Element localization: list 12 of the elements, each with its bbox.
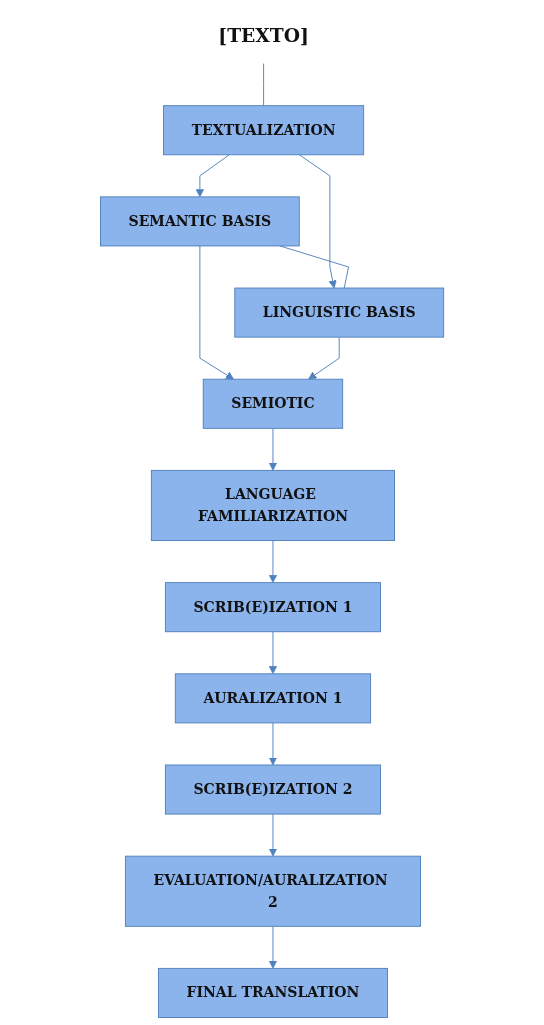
connector: [263, 63, 264, 107]
node-box: TEXTUALIZATION: [163, 105, 365, 156]
node-box: SCRIB(E)IZATION 2: [164, 764, 381, 815]
node-box: AURALIZATION 1: [174, 673, 371, 724]
node-box: FINAL TRANSLATION: [157, 967, 388, 1018]
node-box: SEMANTIC BASIS: [99, 196, 300, 247]
node-box: SCRIB(E)IZATION 1: [164, 582, 381, 633]
node-box: EVALUATION/AURALIZATION 2: [124, 855, 421, 927]
node-box: LANGUAGE FAMILIARIZATION: [150, 469, 395, 541]
node-text: [TEXTO]: [218, 24, 309, 47]
node-box: LINGUISTIC BASIS: [234, 287, 445, 338]
node-box: SEMIOTIC: [202, 378, 344, 429]
